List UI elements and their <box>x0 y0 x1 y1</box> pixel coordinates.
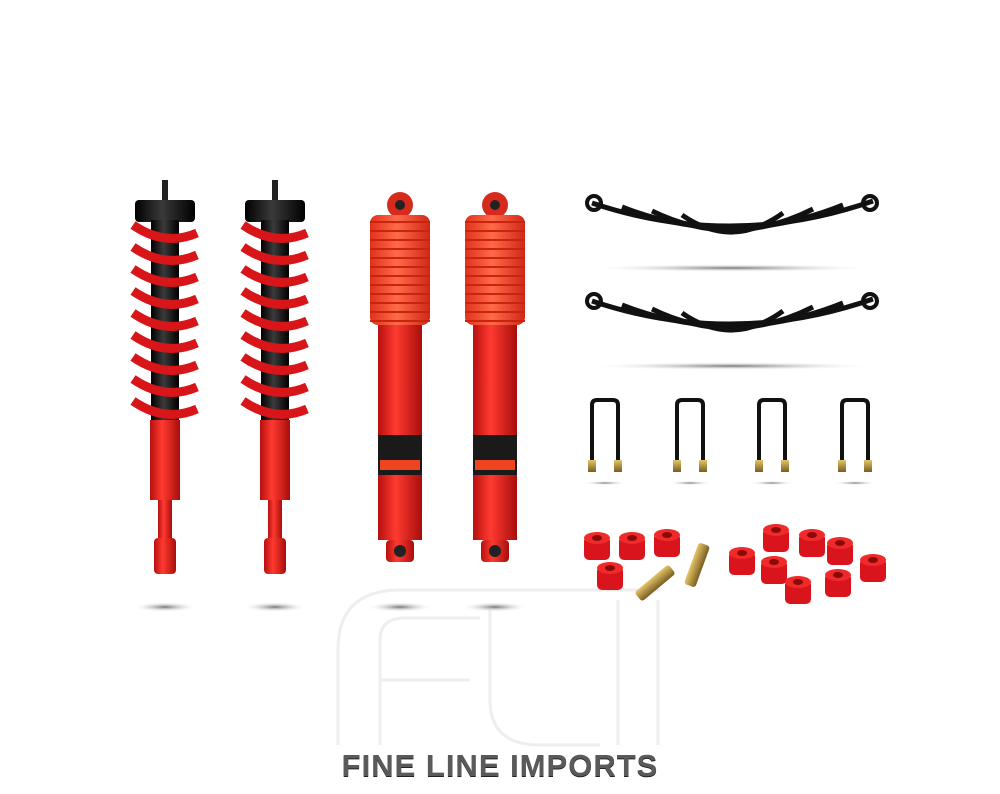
u-bolt <box>750 398 794 485</box>
bushing <box>584 532 610 560</box>
coilover <box>130 180 199 612</box>
brand-name: FINE LINE IMPORTS <box>341 748 659 783</box>
u-bolt <box>833 398 877 485</box>
bushing <box>785 576 811 604</box>
bushing <box>827 537 853 565</box>
shock-absorber <box>367 192 433 612</box>
bushing <box>761 556 787 584</box>
bushing <box>825 569 851 597</box>
leaf-spring <box>585 194 879 272</box>
bushing <box>729 547 755 575</box>
bushing <box>654 529 680 557</box>
leaf-spring <box>585 292 879 370</box>
coilover <box>240 180 309 612</box>
shock-absorber <box>462 192 528 612</box>
bushing <box>763 524 789 552</box>
u-bolt <box>668 398 712 485</box>
bushing-pin <box>684 543 710 587</box>
bushing <box>860 554 886 582</box>
bushing <box>597 562 623 590</box>
bushing <box>619 532 645 560</box>
watermark-logo <box>336 588 660 747</box>
u-bolt <box>583 398 627 485</box>
bushing-pin <box>635 565 675 601</box>
bushing <box>799 529 825 557</box>
